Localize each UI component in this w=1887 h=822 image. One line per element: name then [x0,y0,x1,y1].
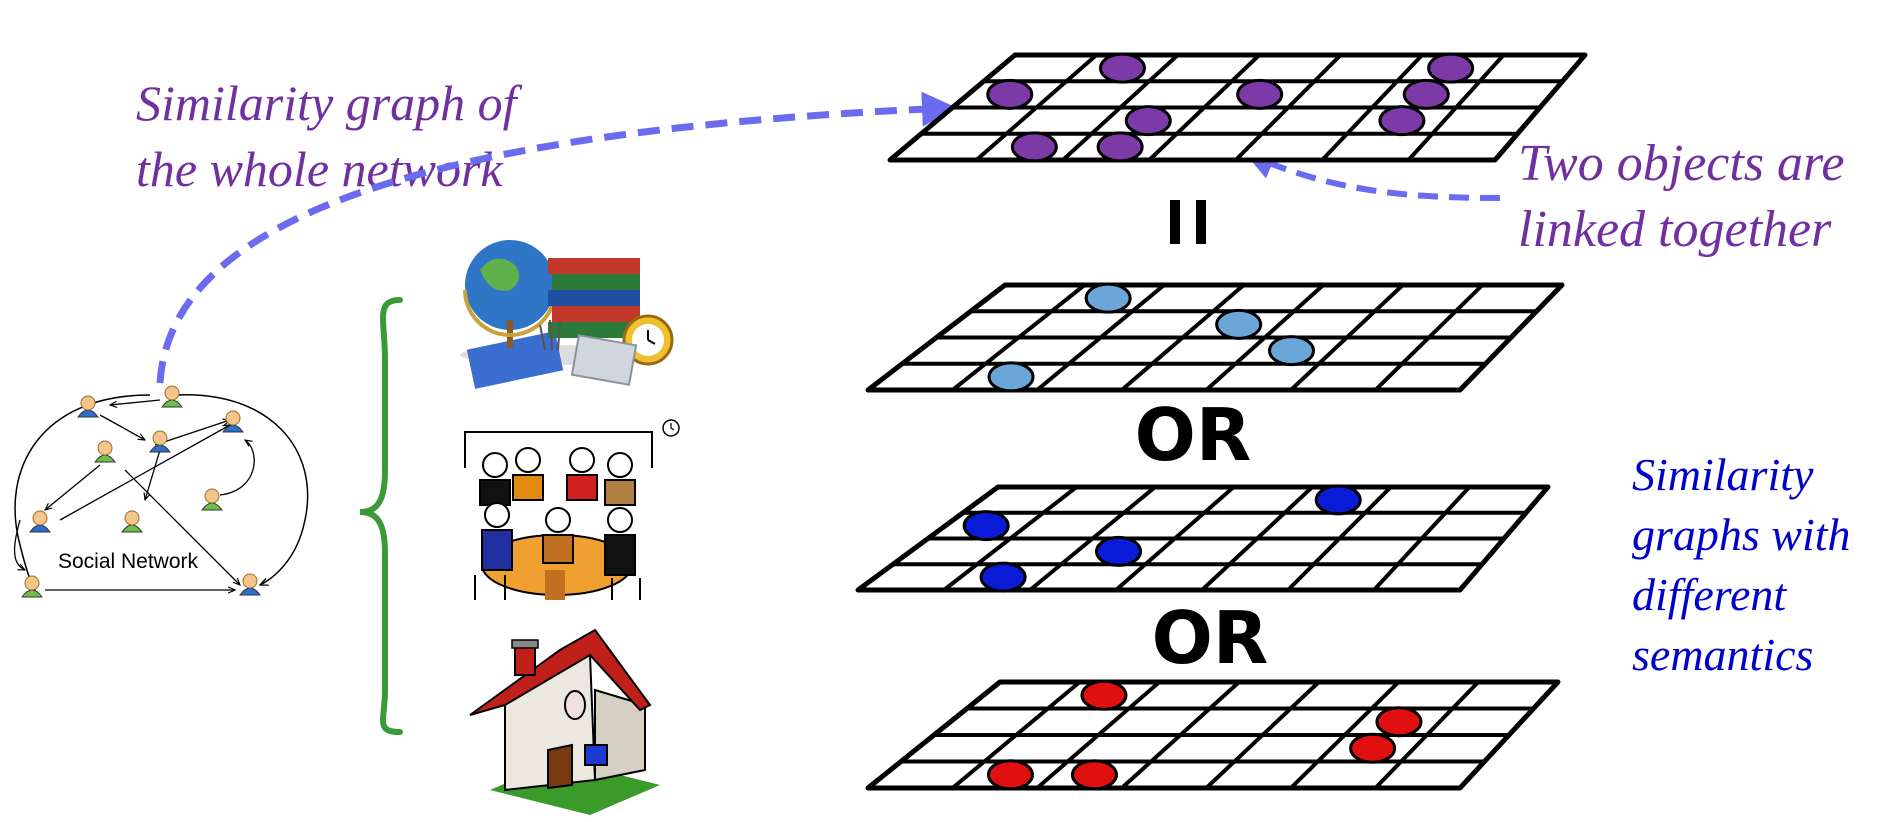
linked-object-node [1080,679,1128,711]
linked-object-node [1427,52,1475,84]
grid-col-line [1120,283,1246,392]
social-network-graph: Social Network [13,385,309,598]
social-network-label: Social Network [58,550,199,573]
linked-object-node [1236,78,1284,110]
grid-col-line [1028,485,1157,592]
equals-operator [1170,200,1206,244]
linked-object-node [1124,105,1172,137]
semantics-caption-line3: different [1632,569,1787,620]
grid-col-line [1372,485,1471,592]
grid-col-line [1320,53,1424,162]
person-node-icon [21,575,43,598]
house-icon [469,628,660,815]
whole-network-caption-line1: Similarity graph of [136,75,523,131]
grid-col-line [1286,485,1393,592]
person-node-icon [161,385,183,408]
linked-object-node [1349,732,1397,764]
linked-object-node [962,510,1010,542]
grid-col-line [1374,283,1484,392]
linked-object-node [1268,335,1316,367]
linked-object-node [979,561,1027,593]
grid-col-line [1289,680,1400,790]
person-node-icon [121,510,143,533]
grid-col-line [1200,485,1314,592]
person-node-icon [77,395,99,418]
linked-object-node [1375,706,1423,738]
person-node-icon [29,510,51,533]
linked-object-node [1084,282,1132,314]
linked-object-node [1314,484,1362,516]
grid-col-line [942,485,1078,592]
similarity-grid-education [865,282,1565,393]
grid-col-line [1373,680,1480,790]
grid-col-line [1035,680,1161,790]
grid-col-line [1120,680,1241,790]
linked-object-node [1010,131,1058,163]
person-node-icon [222,410,244,433]
grid-col-line [1061,53,1180,162]
semantics-caption-line2: graphs with [1632,509,1851,560]
grid-col-line [951,283,1086,392]
grid-col-line [1204,283,1325,392]
or-operator-1: OR [1135,393,1252,477]
education-icon [460,240,674,389]
linked-caption-line2: linked together [1518,201,1832,258]
linked-object-node [1378,105,1426,137]
grid-col-line [1407,53,1506,162]
linked-object-node [1402,78,1450,110]
linked-object-node [986,78,1034,110]
grid-col-line [1035,283,1166,392]
or-operator-2: OR [1152,596,1269,680]
linked-object-node [1070,759,1118,791]
similarity-grid-home [865,679,1561,791]
network-to-graph-arrow [156,91,957,384]
linked-object-node [987,361,1035,393]
semantics-caption-line4: semantics [1632,629,1813,680]
grid-col-line [975,53,1098,162]
grid-col-line [1234,53,1343,162]
linked-object-node [1096,131,1144,163]
linked-object-node [1215,308,1263,340]
meeting-icon [464,419,680,600]
grid-col-line [1114,485,1236,592]
linked-pointer-arrow [1244,150,1501,201]
linked-caption-line1: Two objects are [1518,135,1844,192]
grid-col-line [1147,53,1261,162]
grid-col-line [951,680,1081,790]
semantics-caption-line1: Similarity [1632,449,1814,500]
linked-object-node [1095,535,1143,567]
similarity-grid-whole-network [887,52,1588,163]
person-node-icon [201,488,223,511]
person-node-icon [149,430,171,453]
grid-col-line [1289,283,1405,392]
linked-object-node [1098,52,1146,84]
similarity-grid-meeting [855,484,1551,593]
person-node-icon [239,573,261,596]
person-node-icon [94,440,116,463]
linked-object-node [986,759,1034,791]
grid-col-line [1204,680,1321,790]
semantic-brace [359,297,403,735]
